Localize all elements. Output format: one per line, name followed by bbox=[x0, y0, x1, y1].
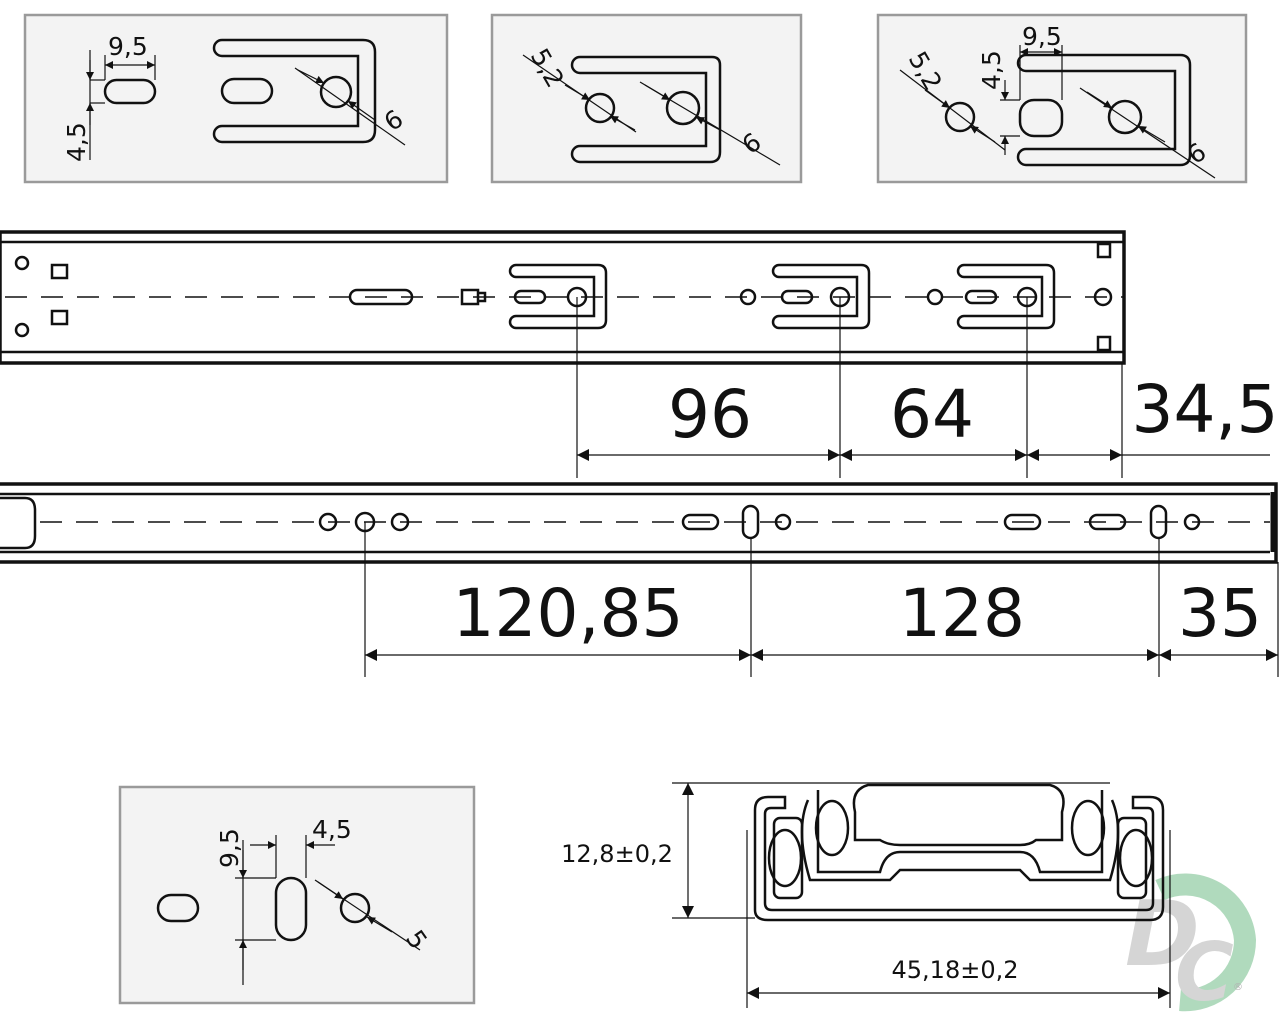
hole bbox=[319, 75, 353, 109]
bracket bbox=[956, 263, 1056, 330]
bracket-outline bbox=[212, 38, 377, 144]
svg-text:C: C bbox=[1175, 926, 1234, 1019]
lower-rail bbox=[0, 482, 1278, 564]
upper-rail-dimensions: 96 64 34,5 bbox=[576, 297, 1279, 478]
lower-rail-dimensions: 120,85 128 35 bbox=[364, 522, 1279, 677]
dc-logo-watermark: D C ® bbox=[1125, 873, 1257, 1019]
bracket-outline bbox=[570, 55, 722, 164]
slot-width-label: 9,5 bbox=[108, 32, 148, 61]
slot-width-label: 4,5 bbox=[312, 815, 352, 844]
upper-rail bbox=[0, 230, 1126, 365]
detail-panel-top-right: 9,5 4,5 5,2 6 bbox=[876, 13, 1248, 184]
slot-width-label: 9,5 bbox=[1022, 22, 1062, 51]
bracket bbox=[771, 263, 871, 330]
dimension-35: 35 bbox=[1178, 575, 1262, 652]
width-dimension: 45,18±0,2 bbox=[892, 956, 1019, 984]
cross-section: 12,8±0,2 45,18±0,2 bbox=[561, 782, 1171, 1008]
slot-height-label: 4,5 bbox=[977, 50, 1006, 90]
dimension-96: 96 bbox=[668, 376, 752, 453]
slot-shape bbox=[103, 78, 157, 105]
height-dimension: 12,8±0,2 bbox=[561, 840, 673, 868]
detail-panel-top-middle: 5,2 6 bbox=[490, 13, 803, 184]
svg-text:®: ® bbox=[1233, 982, 1243, 993]
dimension-120-85: 120,85 bbox=[453, 575, 684, 652]
slot-height-label: 4,5 bbox=[62, 122, 91, 162]
dimension-34-5: 34,5 bbox=[1132, 371, 1279, 448]
detail-panel-bottom-left: 9,5 4,5 5 bbox=[118, 785, 476, 1005]
dimension-128: 128 bbox=[899, 575, 1025, 652]
slot-height-label: 9,5 bbox=[215, 828, 244, 868]
detail-panel-top-left: 9,5 4,5 6 bbox=[23, 13, 449, 184]
dimension-64: 64 bbox=[890, 376, 974, 453]
